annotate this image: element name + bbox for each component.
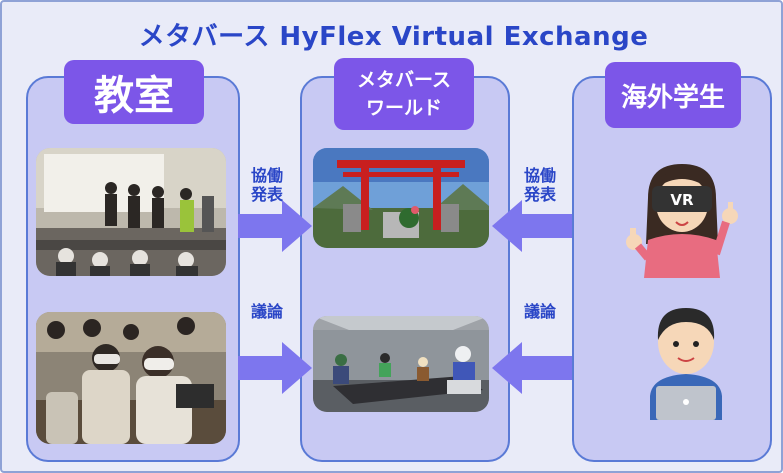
metaverse-discussion-scene bbox=[313, 316, 489, 412]
label-right-presentation: 協働 発表 bbox=[523, 166, 556, 204]
arrow-classroom-to-metaverse-discussion bbox=[238, 342, 312, 394]
online-student-illustration bbox=[642, 300, 730, 420]
classroom-presentation-photo bbox=[36, 148, 226, 276]
label-left-discussion: 議論 bbox=[250, 302, 283, 321]
label-left-presentation: 協働 発表 bbox=[250, 166, 283, 204]
classroom-heading: 教室 bbox=[64, 60, 204, 124]
vr-headset-label: VR bbox=[670, 191, 694, 209]
vr-student-illustration: VR bbox=[624, 158, 740, 278]
overseas-students-heading: 海外学生 bbox=[605, 62, 741, 128]
metaverse-torii-scene bbox=[313, 148, 489, 248]
arrow-classroom-to-metaverse-presentation bbox=[238, 200, 312, 252]
classroom-discussion-photo bbox=[36, 312, 226, 444]
metaverse-heading-line1: メタバース bbox=[356, 69, 452, 91]
metaverse-heading-line2: ワールド bbox=[365, 97, 442, 119]
metaverse-heading: メタバース ワールド bbox=[334, 58, 474, 130]
arrow-overseas-to-metaverse-discussion bbox=[492, 342, 572, 394]
label-right-discussion: 議論 bbox=[523, 302, 556, 321]
diagram-title: メタバース HyFlex Virtual Exchange bbox=[138, 22, 649, 52]
arrow-overseas-to-metaverse-presentation bbox=[492, 200, 572, 252]
